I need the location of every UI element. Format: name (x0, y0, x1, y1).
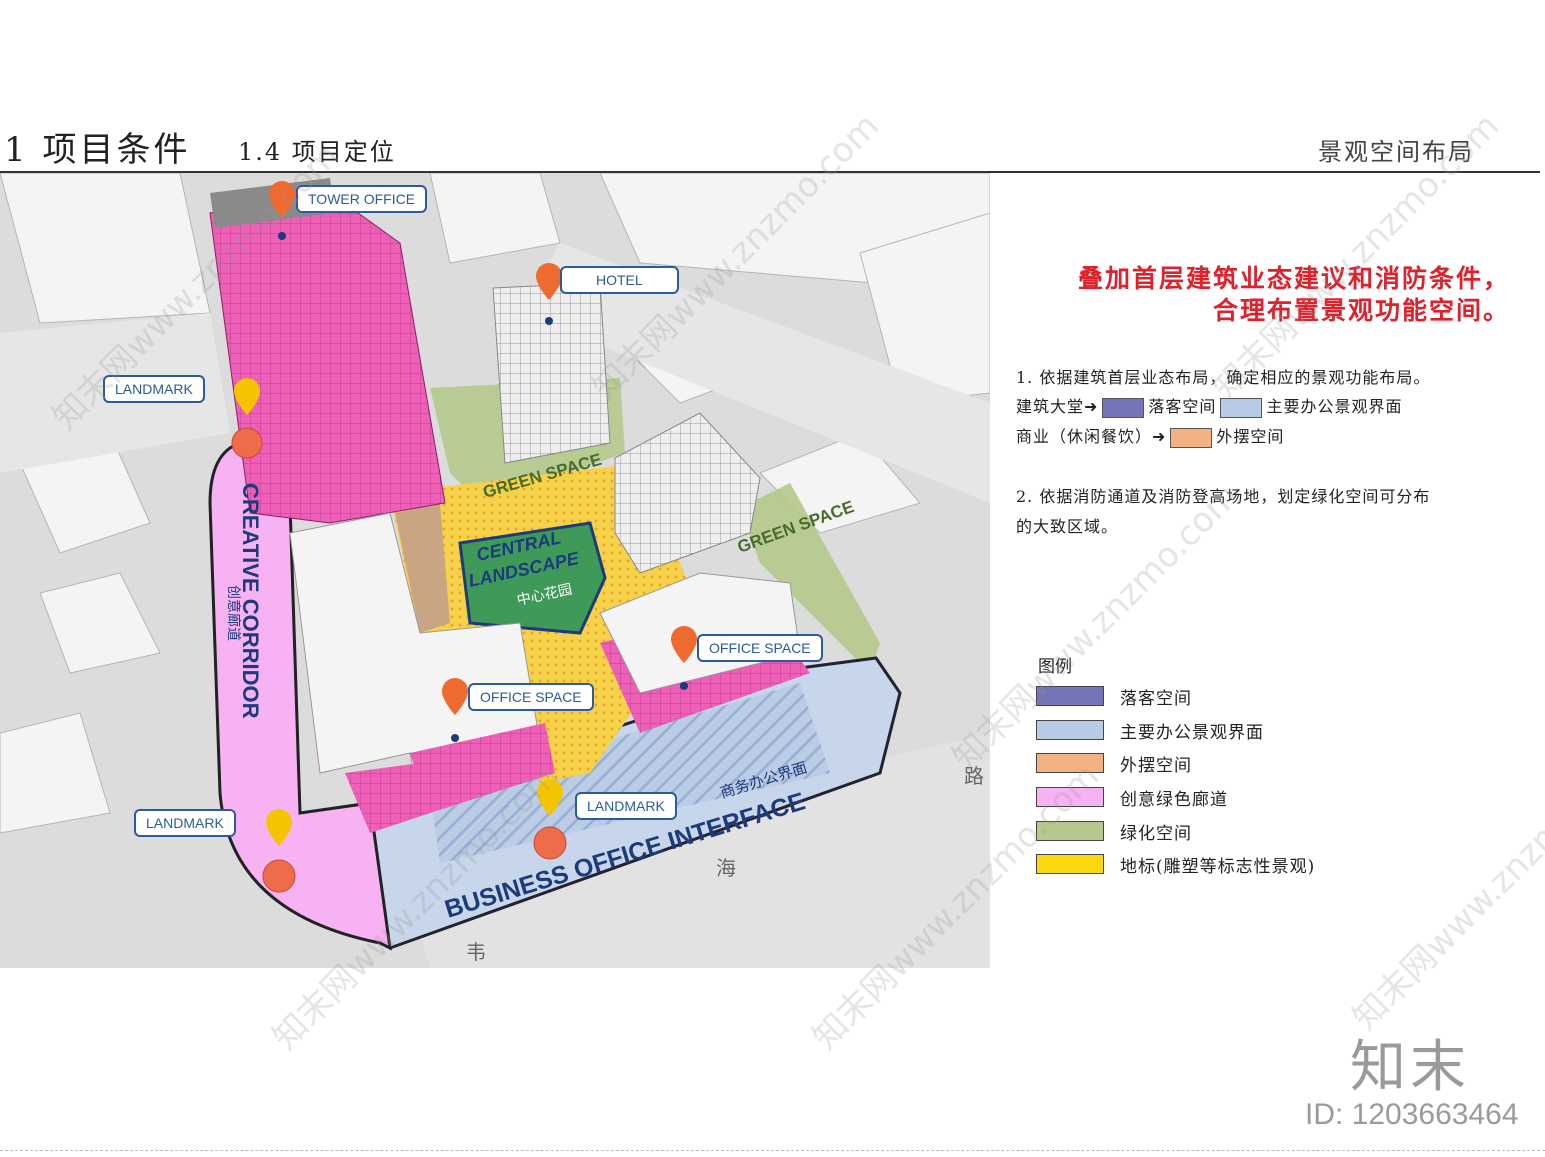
legend-label: 外摆空间 (1120, 756, 1192, 776)
note-1-row-a: 建筑大堂➜ 落客空间 主要办公景观界面 (1016, 393, 1402, 418)
legend-label: 创意绿色廊道 (1120, 790, 1228, 810)
callout-hotel: HOTEL (560, 266, 679, 294)
section-title: 景观空间布局 (1318, 138, 1474, 166)
landmark-circle-bottom (533, 826, 567, 860)
callout-landmark-bottom: LANDMARK (575, 792, 677, 820)
road-label-1: 路 (964, 764, 984, 788)
legend-swatch (1036, 787, 1104, 807)
note-2-b: 的大致区域。 (1016, 517, 1119, 536)
label-creative-corridor: CREATIVE CORRIDOR (238, 483, 263, 719)
watermark: 知末网www.znzmo.com (1345, 735, 1545, 1038)
map-pin-icon (537, 779, 563, 816)
page-title: 1 项目条件 (4, 130, 191, 170)
brand-logo: 知末 (1350, 1035, 1470, 1100)
note-1-b2: 外摆空间 (1216, 427, 1285, 446)
callout-landmark-top: LANDMARK (103, 375, 205, 403)
header-divider (0, 171, 1540, 173)
office-pink-left (410, 723, 555, 813)
note-1: 1. 依据建筑首层业态布局，确定相应的景观功能布局。 (1016, 368, 1431, 387)
map-pin-icon (269, 181, 295, 240)
note-1-a3: 主要办公景观界面 (1266, 397, 1403, 416)
page-subtitle: 1.4 项目定位 (238, 138, 396, 166)
green-space-right (740, 483, 880, 673)
note-1-b1: 商业（休闲餐饮）➜ (1016, 427, 1167, 446)
office-pink-bottom (345, 763, 430, 833)
landmark-circle-bottom-left (262, 859, 296, 893)
central-landscape (458, 521, 607, 635)
swatch-office-interface (1220, 397, 1263, 418)
note-1-a1: 建筑大堂➜ (1016, 397, 1099, 416)
callout-office-space-right: OFFICE SPACE (697, 634, 823, 662)
brand-id: ID: 1203663464 (1305, 1098, 1519, 1131)
legend-label: 落客空间 (1120, 689, 1192, 709)
callout-office-space-left: OFFICE SPACE (468, 683, 594, 711)
bottom-divider (0, 1150, 1545, 1152)
map-pin-icon (671, 626, 697, 690)
callout-tower-office: TOWER OFFICE (296, 185, 428, 213)
podium-right (599, 572, 801, 694)
road-label-3: 韦 (466, 940, 486, 964)
business-hatch (430, 683, 830, 863)
outdoor-dining (395, 503, 450, 633)
legend-label: 地标(雕塑等标志性景观) (1120, 857, 1316, 877)
headline-line-2: 合理布置景观功能空间。 (1212, 296, 1510, 325)
note-1-a2: 落客空间 (1148, 397, 1217, 416)
map-pin-icon (536, 263, 562, 325)
legend-swatch (1036, 854, 1104, 874)
landmark-circle-top (231, 427, 263, 459)
office-building-right (614, 412, 761, 574)
swatch-drop-off (1102, 397, 1145, 418)
swatch-outdoor-seating (1170, 427, 1213, 448)
legend-swatch (1036, 720, 1104, 740)
legend-swatch (1036, 821, 1104, 841)
callout-landmark-bottom-left: LANDMARK (134, 809, 236, 837)
creative-corridor-zone (208, 441, 392, 951)
legend-swatch (1036, 753, 1104, 773)
legend-swatch (1036, 686, 1104, 706)
map-pin-icon (266, 809, 292, 846)
legend-label: 绿化空间 (1120, 824, 1192, 844)
site-plan-map: GREEN SPACE GREEN SPACE CENTRAL LANDSCAP… (0, 173, 990, 968)
note-2-a: 2. 依据消防通道及消防登高场地，划定绿化空间可分布 (1016, 487, 1431, 506)
headline-line-1: 叠加首层建筑业态建议和消防条件， (1077, 264, 1510, 293)
map-pin-icon (442, 678, 468, 742)
label-creative-corridor-cn: 创意廊道 (225, 585, 242, 641)
legend-title: 图例 (1038, 657, 1072, 677)
road-label-2: 海 (716, 856, 736, 880)
map-pin-icon (234, 378, 260, 415)
note-1-row-b: 商业（休闲餐饮）➜ 外摆空间 (1016, 423, 1284, 448)
hotel-building (492, 282, 611, 464)
legend-label: 主要办公景观界面 (1120, 723, 1264, 743)
